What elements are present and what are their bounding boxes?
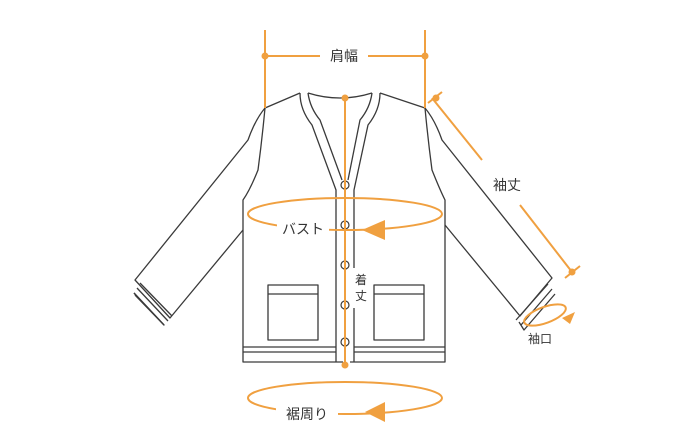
bust-arrow-icon [362, 220, 385, 240]
shoulder-dot-left [261, 52, 269, 60]
cuff-label: 袖口 [528, 331, 552, 346]
body-length-dot-bottom [341, 361, 349, 369]
collar-right [353, 92, 381, 362]
arrowheads [362, 220, 575, 422]
back-neck [307, 92, 373, 99]
cuff-ellipse [523, 303, 567, 327]
cuff-arrow-icon [562, 312, 575, 324]
hem-label: 裾周り [286, 407, 328, 423]
collar-right-inner [347, 92, 373, 181]
bust-label: バスト [282, 222, 324, 238]
body-right-side [350, 92, 446, 363]
body-left-side [242, 92, 343, 363]
body-length-label-2: 丈 [355, 289, 367, 303]
sleeve-length-label: 袖丈 [493, 178, 521, 194]
shoulder-dot-right [421, 52, 429, 60]
right-sleeve [424, 107, 553, 317]
left-sleeve [134, 107, 266, 319]
right-pocket [373, 284, 425, 341]
left-cuff-edge [133, 292, 165, 326]
sleeve-dot-bottom [568, 268, 576, 276]
cardigan-outline [133, 92, 556, 363]
bust-ellipse [247, 197, 443, 231]
shoulder-width-label: 肩幅 [330, 49, 358, 65]
body-length-label-1: 着 [355, 272, 367, 287]
hem-arrow-icon [365, 402, 385, 422]
left-pocket [267, 284, 319, 341]
left-cuff [133, 282, 173, 326]
hem-ellipse [247, 381, 443, 415]
sleeve-dot-top [432, 94, 440, 102]
body-length-dot-top [341, 94, 349, 102]
collar-left-inner [307, 92, 343, 181]
sleeve-line-upper [431, 97, 483, 161]
sleeve-line-lower [519, 204, 573, 273]
collar-left [299, 92, 337, 362]
measurement-guides [247, 30, 581, 415]
right-cuff [515, 283, 556, 331]
